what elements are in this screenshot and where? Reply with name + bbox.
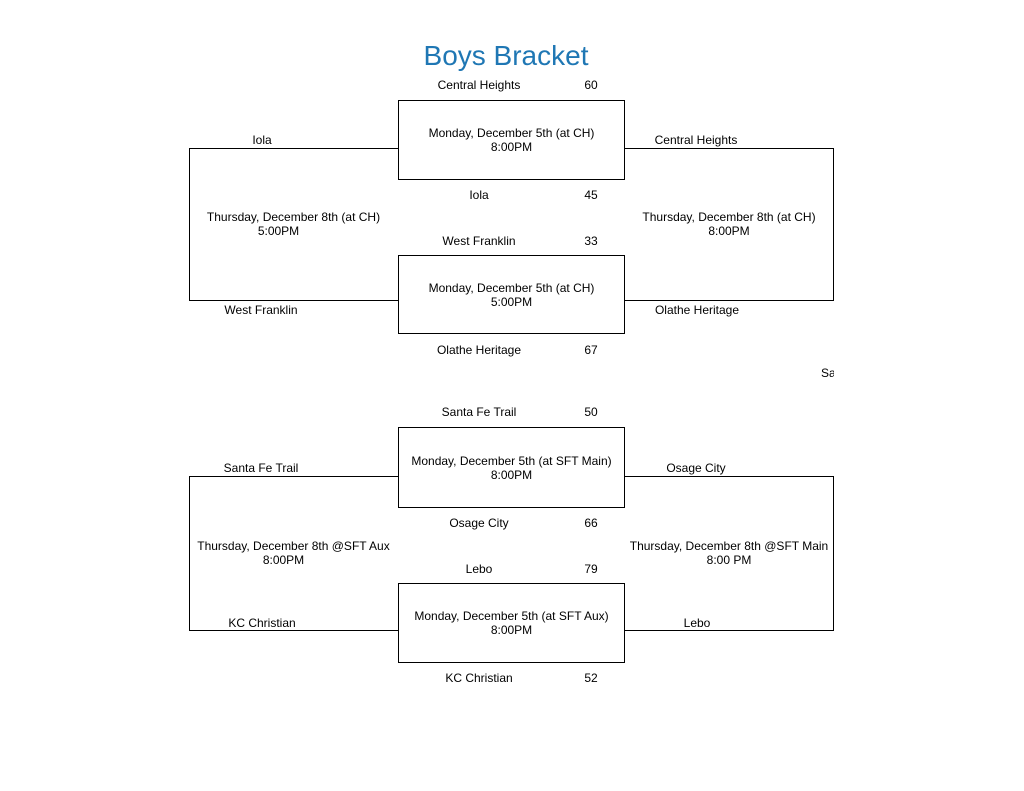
winner-slot: Central Heights (654, 133, 738, 147)
game-time: 8:00PM (262, 553, 305, 567)
truncated-label: Sa (821, 366, 834, 380)
bracket-line (624, 476, 834, 477)
bracket-line (189, 476, 190, 631)
game-time: 8:00 PM (706, 553, 752, 567)
game-date: Monday, December 5th (at CH) (428, 126, 595, 140)
team-score: 33 (584, 234, 598, 248)
game-date: Monday, December 5th (at SFT Main) (411, 454, 612, 468)
team-name: Central Heights (437, 78, 521, 92)
bracket-line (189, 148, 190, 301)
semifinal-info: Thursday, December 8th @SFT Main 8:00 PM (624, 539, 834, 567)
game-date: Monday, December 5th (at SFT Aux) (414, 609, 609, 623)
semifinal-info: Thursday, December 8th @SFT Aux 8:00PM (189, 539, 398, 567)
winner-slot: KC Christian (228, 616, 296, 630)
team-name: Iola (469, 188, 489, 202)
game-box: Monday, December 5th (at CH) 5:00PM (398, 255, 625, 334)
team-name: West Franklin (442, 234, 516, 248)
semifinal-info: Thursday, December 8th (at CH) 5:00PM (189, 210, 398, 238)
team-name: Lebo (465, 562, 493, 576)
game-date: Thursday, December 8th @SFT Aux (197, 539, 390, 553)
game-time: 8:00PM (490, 623, 533, 637)
game-date: Thursday, December 8th @SFT Main (629, 539, 829, 553)
game-date: Thursday, December 8th (at CH) (642, 210, 816, 224)
bracket-line (189, 630, 398, 631)
game-time: 8:00PM (708, 224, 750, 238)
winner-slot: Santa Fe Trail (223, 461, 299, 475)
bracket-line (189, 476, 398, 477)
winner-slot: Osage City (666, 461, 726, 475)
game-box: Monday, December 5th (at CH) 8:00PM (398, 100, 625, 180)
game-time: 8:00PM (490, 140, 533, 154)
game-time: 5:00PM (257, 224, 300, 238)
bracket-line (624, 148, 834, 149)
winner-slot: Olathe Heritage (654, 303, 740, 317)
page-title: Boys Bracket (423, 40, 589, 71)
team-score: 52 (584, 671, 598, 685)
team-name: KC Christian (445, 671, 513, 685)
team-score: 60 (584, 78, 598, 92)
bracket-line (624, 630, 834, 631)
game-time: 5:00PM (490, 295, 533, 309)
bracket-line (624, 300, 834, 301)
game-box: Monday, December 5th (at SFT Main) 8:00P… (398, 427, 625, 508)
winner-slot: Lebo (683, 616, 711, 630)
team-score: 50 (584, 405, 598, 419)
team-score: 79 (584, 562, 598, 576)
game-date: Monday, December 5th (at CH) (428, 281, 595, 295)
semifinal-info: Thursday, December 8th (at CH) 8:00PM (624, 210, 834, 238)
winner-slot: West Franklin (224, 303, 298, 317)
bracket-line (189, 300, 398, 301)
bracket-line (833, 148, 834, 301)
team-score: 66 (584, 516, 598, 530)
game-box: Monday, December 5th (at SFT Aux) 8:00PM (398, 583, 625, 663)
game-time: 8:00PM (490, 468, 533, 482)
team-score: 45 (584, 188, 598, 202)
bracket-line (189, 148, 398, 149)
team-score: 67 (584, 343, 598, 357)
team-name: Olathe Heritage (436, 343, 522, 357)
team-name: Osage City (449, 516, 509, 530)
winner-slot: Iola (252, 133, 272, 147)
bracket-line (833, 476, 834, 631)
game-date: Thursday, December 8th (at CH) (206, 210, 381, 224)
team-name: Santa Fe Trail (441, 405, 517, 419)
